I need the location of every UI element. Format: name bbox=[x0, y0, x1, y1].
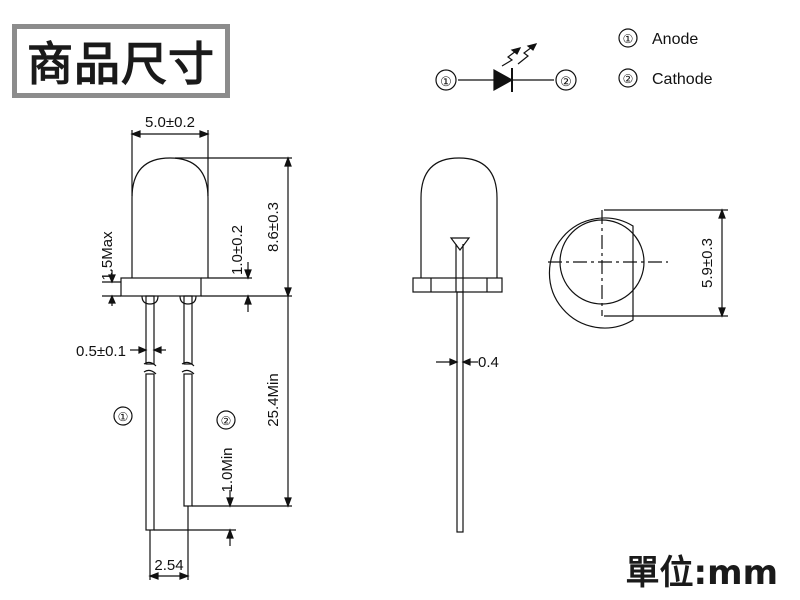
dim-lead-length: 25.4Min bbox=[265, 373, 282, 426]
side-view: 0.4 bbox=[412, 157, 503, 533]
pin-1-marker: ① bbox=[118, 410, 129, 424]
unit-label: 單位:mm bbox=[625, 553, 778, 593]
dim-lead-width: 0.5±0.1 bbox=[76, 343, 126, 360]
pin-2-marker: ② bbox=[221, 414, 232, 428]
front-lead-2-lower bbox=[183, 373, 193, 507]
side-lead bbox=[456, 291, 464, 533]
front-led-flange bbox=[120, 277, 202, 297]
side-led-dome bbox=[420, 157, 498, 278]
dim-flange-height: 1.0±0.2 bbox=[229, 225, 246, 275]
led-symbol: ① ② bbox=[435, 43, 577, 92]
dim-pin-offset: 1.0Min bbox=[219, 447, 236, 492]
front-led-dome bbox=[131, 157, 209, 278]
legend-label-anode: Anode bbox=[652, 31, 698, 48]
front-lead-1-lower bbox=[145, 373, 155, 531]
dim-lead-thickness: 0.4 bbox=[478, 354, 499, 371]
legend-marker-1: ① bbox=[623, 32, 634, 46]
front-view: 5.0±0.2 8.6±0.3 1.0±0.2 1.5Max 0.5±0.1 ① bbox=[76, 114, 292, 580]
dim-pin-pitch: 2.54 bbox=[154, 557, 183, 574]
dim-max-gap: 1.5Max bbox=[99, 231, 116, 281]
legend-label-cathode: Cathode bbox=[652, 71, 713, 88]
symbol-anode-marker-ring bbox=[435, 69, 457, 91]
symbol-anode-marker: ① bbox=[440, 74, 452, 89]
front-lead-2-upper bbox=[183, 295, 193, 365]
symbol-cathode-marker: ② bbox=[560, 74, 572, 89]
top-view: 5.9±0.3 bbox=[548, 208, 728, 329]
symbol-cathode-marker-ring bbox=[555, 69, 577, 91]
page-title: 商品尺寸 bbox=[12, 24, 230, 98]
legend-marker-2: ② bbox=[623, 72, 634, 86]
light-emission-arrows-icon bbox=[501, 43, 538, 67]
top-flange-outline bbox=[548, 217, 634, 329]
dim-flange-diameter: 5.9±0.3 bbox=[699, 238, 716, 288]
dim-total-height: 8.6±0.3 bbox=[265, 202, 282, 252]
side-die-cup bbox=[449, 237, 471, 251]
diode-triangle-icon bbox=[493, 68, 514, 92]
front-lead-1-upper bbox=[145, 295, 155, 365]
pin-legend: ① Anode ② Cathode bbox=[618, 28, 713, 88]
side-led-flange bbox=[412, 277, 503, 293]
dim-body-width: 5.0±0.2 bbox=[145, 114, 195, 131]
